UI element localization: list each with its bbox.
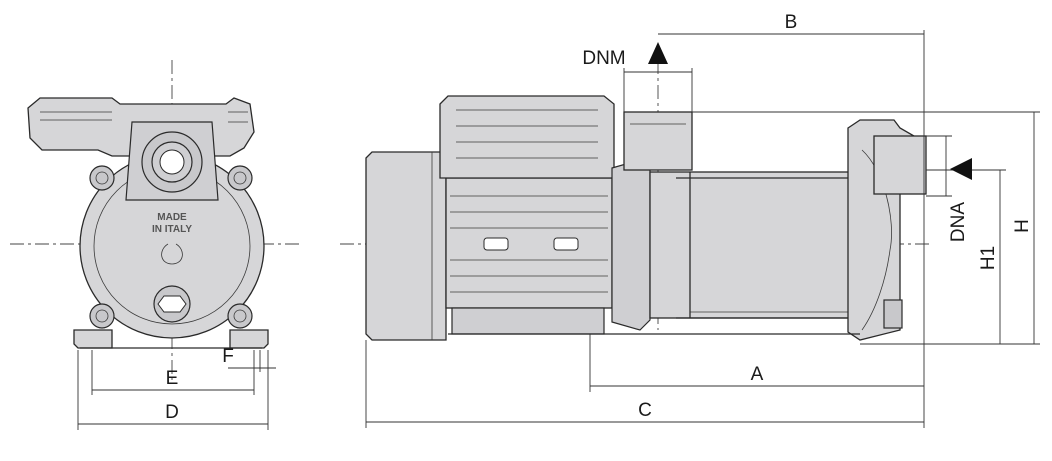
label-E: E <box>166 368 179 389</box>
label-A: A <box>751 364 764 385</box>
made-text-line2: IN ITALY <box>152 224 192 235</box>
label-F: F <box>222 346 234 367</box>
front-drain-hex <box>157 295 187 313</box>
front-view: MADE IN ITALY D E F <box>10 60 300 430</box>
front-bolt-top-right <box>227 165 253 191</box>
label-B: B <box>785 12 798 33</box>
logo-mark <box>161 243 183 265</box>
label-H1: H1 <box>978 246 999 270</box>
terminal-box <box>439 95 615 179</box>
label-C: C <box>638 400 652 421</box>
label-DNM: DNM <box>582 48 625 69</box>
casing-drain <box>883 299 903 329</box>
suction-port <box>873 135 927 195</box>
side-view <box>340 60 930 341</box>
label-D: D <box>165 402 179 423</box>
front-foot-right <box>229 329 269 349</box>
delivery-port <box>623 111 693 171</box>
motor-slot-right <box>553 237 579 251</box>
bracket <box>611 159 651 331</box>
front-bolt-bottom-right <box>227 303 253 329</box>
motor-fins <box>450 195 608 293</box>
pump-barrel <box>649 171 851 319</box>
front-bolt-top-left <box>89 165 115 191</box>
label-H: H <box>1012 219 1033 233</box>
front-bolt-bottom-left <box>89 303 115 329</box>
made-text-line1: MADE <box>157 212 187 223</box>
suction-arrow-icon <box>950 158 972 180</box>
motor-fan-cover <box>365 151 447 341</box>
label-DNA: DNA <box>948 202 969 242</box>
side-dimensions: B DNM H H1 DNA A C <box>365 12 1040 428</box>
terminal-box-ribs <box>456 109 598 159</box>
delivery-arrow-icon <box>648 42 668 64</box>
front-foot-left <box>73 329 113 349</box>
front-top-ribs <box>40 111 248 123</box>
motor-slot-left <box>483 237 509 251</box>
motor-body <box>445 177 613 309</box>
front-outlet-bore <box>159 149 185 175</box>
motor-foot <box>451 307 605 335</box>
